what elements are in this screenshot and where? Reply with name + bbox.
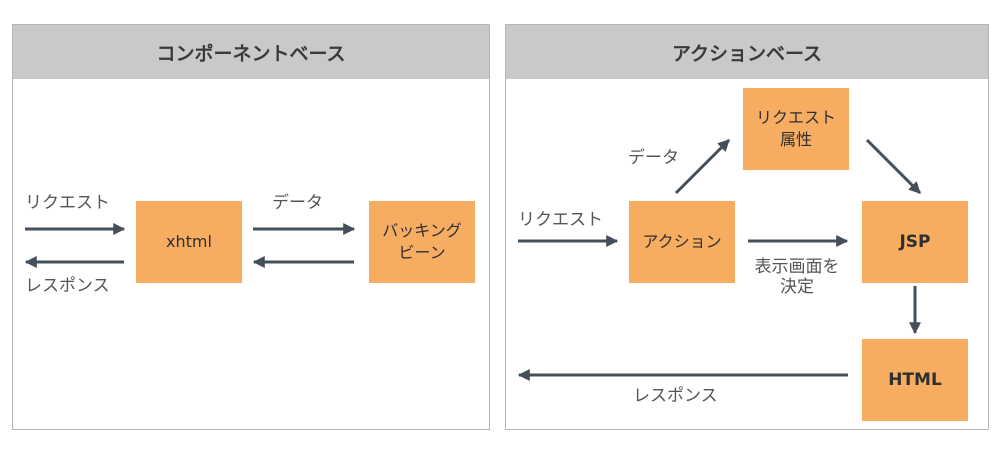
backing-bean-label: バッキングビーン [382,221,462,262]
action-label: アクション [642,232,722,252]
left-request-label: リクエスト [25,193,110,213]
component-based-title: コンポーネントベース [13,25,489,79]
attr-to-jsp-arrow [865,138,922,195]
left-data-label: データ [272,193,323,213]
action-box: アクション [629,201,735,283]
right-response-label: レスポンス [633,386,718,406]
request-attribute-box: リクエスト属性 [743,88,849,170]
jsp-box: JSP [862,201,968,283]
jsp-label: JSP [899,231,931,252]
backing-bean-box: バッキングビーン [369,201,475,283]
left-response-label: レスポンス [25,276,110,296]
action-based-title: アクションベース [506,25,988,79]
action-to-attr-arrow [674,138,731,195]
right-request-label: リクエスト [518,210,603,230]
xhtml-box: xhtml [136,201,242,283]
html-label: HTML [888,369,942,390]
xhtml-label: xhtml [166,232,212,252]
decide-screen-label: 表示画面を決定 [754,257,840,298]
right-data-label: データ [628,148,679,168]
html-box: HTML [862,339,968,421]
request-attribute-label: リクエスト属性 [755,108,836,149]
